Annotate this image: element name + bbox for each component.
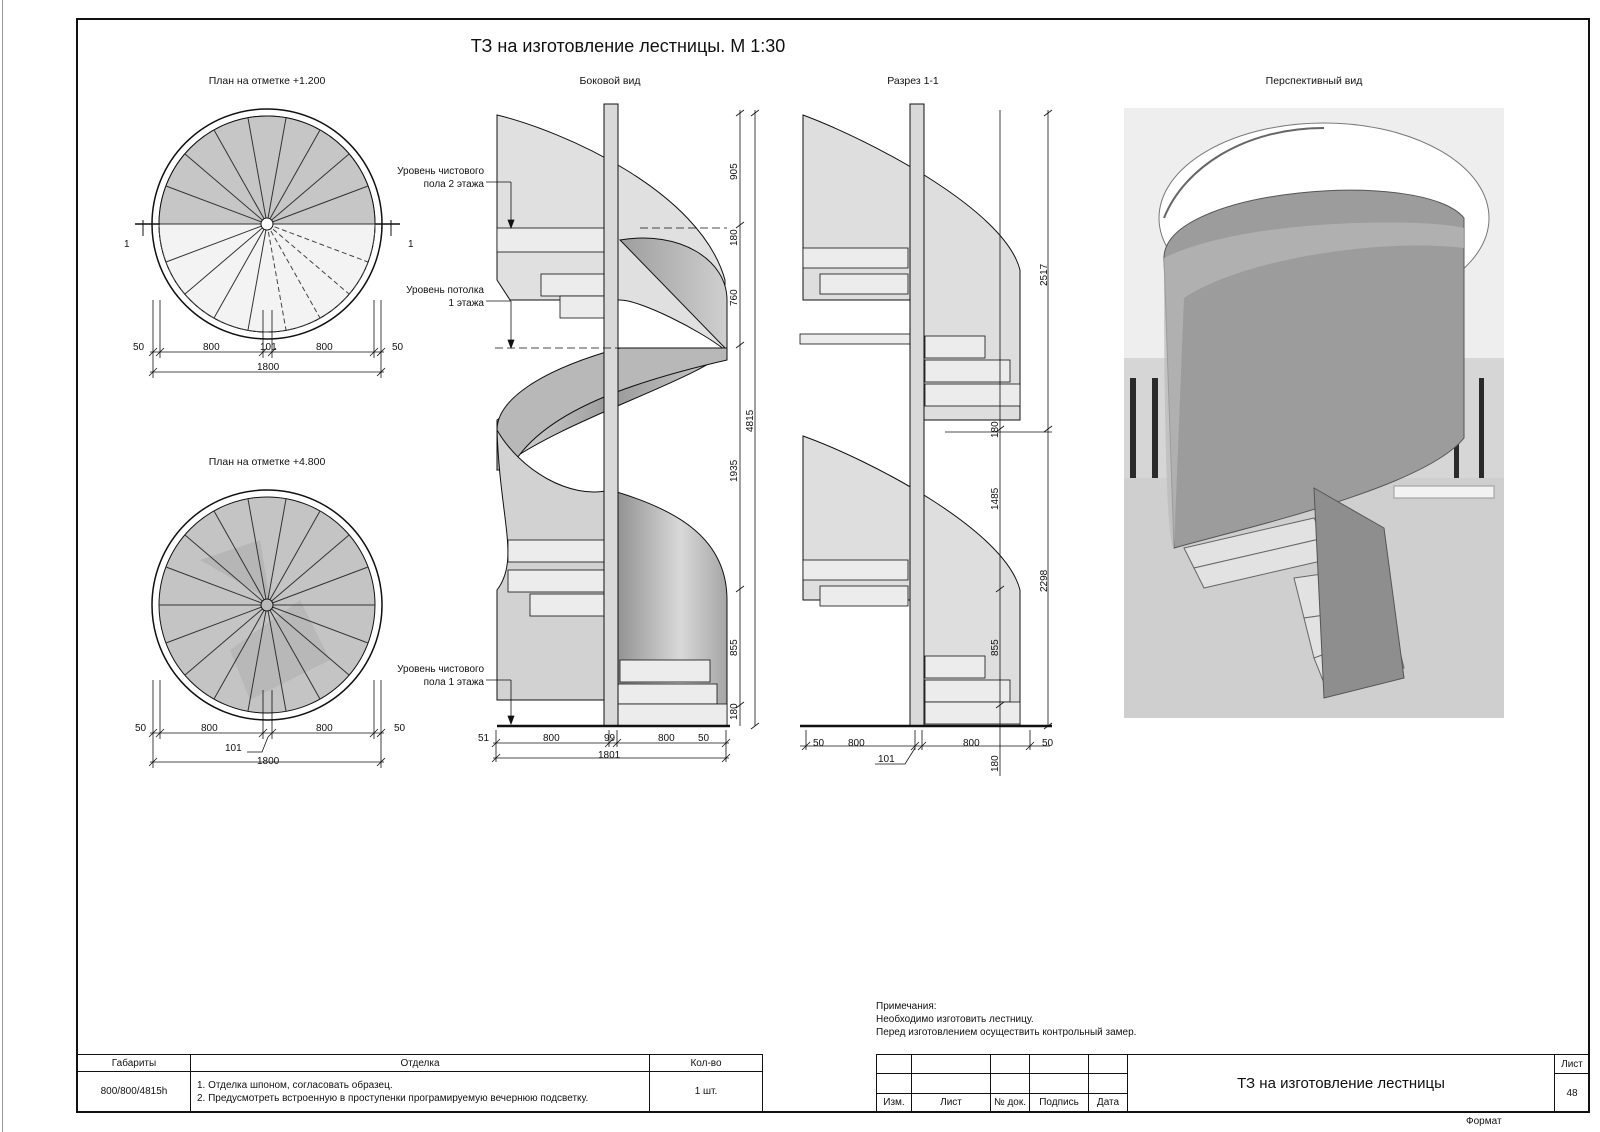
side-dim-180b: 180 [729, 703, 740, 720]
section-dim-50a: 50 [813, 738, 825, 749]
side-dim-total: 4815 [745, 409, 756, 432]
label-ceiling-line-2: 1 этажа [448, 298, 484, 309]
side-dim-760: 760 [729, 289, 740, 306]
section-dim-800a: 800 [848, 738, 865, 749]
plan-2-drawing [148, 489, 386, 768]
spec-cell-size: 800/800/4815h [77, 1071, 191, 1112]
plan-1-dim-margin-left: 50 [133, 342, 145, 353]
title-block-sign: Подпись [1029, 1092, 1089, 1114]
section-title: Разрез 1-1 [887, 75, 939, 87]
format-label: Формат [1466, 1116, 1502, 1127]
section-dim-1485: 1485 [990, 487, 1001, 510]
spec-table: Габариты Отделка Кол-во 800/800/4815h 1.… [77, 1054, 763, 1112]
plan-2-dim-span-left: 800 [201, 723, 218, 734]
perspective-render [1124, 108, 1504, 718]
spec-finish-line-2: 2. Предусмотреть встроенную в проступенк… [197, 1092, 589, 1104]
side-dim-800b: 800 [658, 733, 675, 744]
sheet-title: ТЗ на изготовление лестницы. М 1:30 [470, 36, 786, 56]
label-ceiling-line-1: Уровень потолка [406, 285, 484, 296]
left-edge-line [2, 0, 3, 1132]
plan-1-dim-span-left: 800 [203, 342, 220, 353]
sheet-frame [76, 18, 1590, 1113]
title-block-ndoc: № док. [990, 1092, 1030, 1114]
side-dim-180a: 180 [729, 229, 740, 246]
label-floor-1-line-2: пола 1 этажа [424, 677, 485, 688]
side-dim-50: 50 [698, 733, 710, 744]
side-view-drawing [486, 103, 760, 763]
plan-2-dim-span-right: 800 [316, 723, 333, 734]
side-dim-99: 99 [604, 733, 616, 744]
spec-finish-line-1: 1. Отделка шпоном, согласовать образец. [197, 1079, 393, 1091]
side-dim-1935: 1935 [729, 459, 740, 482]
title-block-izm: Изм. [876, 1092, 912, 1114]
section-dim-180: 180 [990, 421, 1001, 438]
title-block-list: Лист [911, 1092, 991, 1114]
title-block: ТЗ на изготовление лестницы Лист 48 Изм.… [876, 1053, 1590, 1114]
plan-1-drawing [135, 108, 400, 378]
side-dim-total-width: 1801 [598, 750, 621, 761]
perspective-title: Перспективный вид [1265, 75, 1363, 87]
section-dim-180b: 180 [990, 755, 1001, 772]
plan-1-dim-span-right: 800 [316, 342, 333, 353]
section-dim-101: 101 [878, 754, 895, 765]
section-dim-2298: 2298 [1039, 569, 1050, 592]
label-floor-2-line-2: пола 2 этажа [424, 179, 485, 190]
side-dim-51: 51 [478, 733, 490, 744]
section-dim-2517: 2517 [1039, 263, 1050, 286]
side-dim-855: 855 [729, 639, 740, 656]
spec-header-qty: Кол-во [649, 1054, 763, 1072]
title-block-title: ТЗ на изготовление лестницы [1127, 1054, 1555, 1113]
spec-header-finish: Отделка [190, 1054, 650, 1072]
side-view-title: Боковой вид [579, 75, 641, 87]
title-block-date: Дата [1088, 1092, 1128, 1114]
side-dim-905: 905 [729, 163, 740, 180]
section-dim-50b: 50 [1042, 738, 1054, 749]
plan-2-dim-total: 1800 [257, 756, 280, 767]
spec-cell-qty: 1 шт. [649, 1071, 763, 1112]
notes-title: Примечания: [876, 1001, 937, 1012]
side-dim-800a: 800 [543, 733, 560, 744]
section-drawing [799, 103, 1053, 776]
section-marker-right: 1 [408, 239, 414, 250]
plan-1-dim-core: 101 [260, 342, 277, 353]
title-block-sheet-number: 48 [1554, 1073, 1590, 1113]
plan-1-title: План на отметке +1.200 [208, 75, 326, 87]
label-floor-2-line-1: Уровень чистового [397, 166, 484, 177]
notes-line-1: Необходимо изготовить лестницу. [876, 1014, 1034, 1025]
title-block-sheet-label: Лист [1554, 1053, 1590, 1075]
section-dim-800b: 800 [963, 738, 980, 749]
plan-1-dim-margin-right: 50 [392, 342, 404, 353]
label-floor-1-line-1: Уровень чистового [397, 664, 484, 675]
plan-2-dim-margin-right: 50 [394, 723, 406, 734]
notes-line-2: Перед изготовлением осуществить контроль… [876, 1027, 1137, 1038]
plan-2-dim-margin-left: 50 [135, 723, 147, 734]
section-dim-855: 855 [990, 639, 1001, 656]
plan-1-dim-total: 1800 [257, 362, 280, 373]
spec-cell-finish: 1. Отделка шпоном, согласовать образец. … [190, 1071, 650, 1112]
section-marker-left: 1 [124, 239, 130, 250]
plan-2-dim-core: 101 [225, 743, 242, 754]
plan-2-title: План на отметке +4.800 [208, 456, 326, 468]
spec-header-size: Габариты [77, 1054, 191, 1072]
